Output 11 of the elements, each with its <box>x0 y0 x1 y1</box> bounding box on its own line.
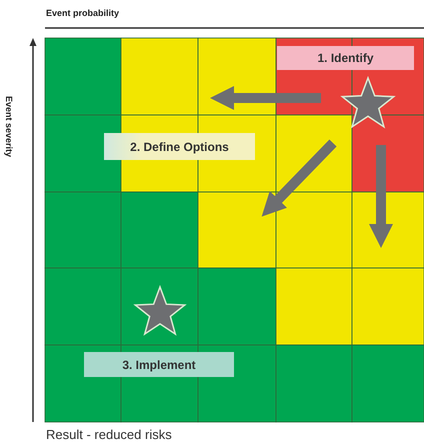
step-label: 2. Define Options <box>104 133 255 160</box>
arrow <box>369 145 393 248</box>
step-label: 3. Implement <box>84 352 234 377</box>
arrow <box>210 86 321 110</box>
axis-title: Event probability <box>46 8 120 18</box>
axis-title: Event severity <box>4 96 14 158</box>
arrow <box>262 140 337 217</box>
star-marker <box>133 284 187 336</box>
star-marker <box>340 76 396 129</box>
caption-text: Result - reduced risks <box>46 427 172 442</box>
step-label: 1. Identify <box>277 46 414 70</box>
